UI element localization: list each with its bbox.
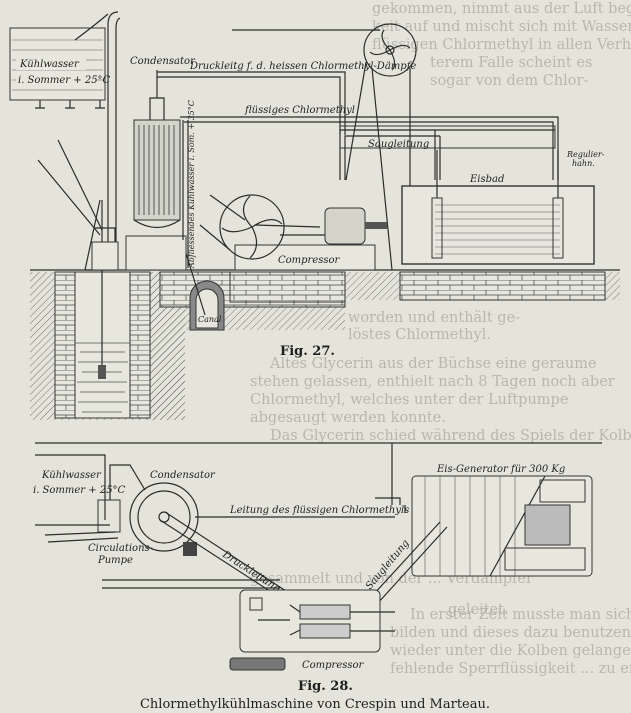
ghost-line: keit auf und mischt sich mit Wasser, wie… [372, 19, 631, 35]
figure-caption: Chlormethylkühlmaschine von Crespin und … [140, 697, 490, 712]
compressor-flywheel [229, 657, 286, 671]
ghost-line: wieder unter die Kolben gelangen zu lass… [390, 643, 631, 659]
ghost-line: flüssigen Chlormethyl in allen Verhältni… [372, 37, 631, 53]
show-through-text: gekommen, nimmt aus der Luft begierig Fe… [250, 1, 631, 677]
ghost-line: In erster Zeit musste man sich vor ein V… [410, 607, 631, 623]
liquid-line-label: Leitung des flüssigen Chlormethyls [229, 505, 409, 516]
ghost-line: Altes Glycerin aus der Büchse eine gerau… [269, 356, 597, 372]
well-wall [129, 271, 151, 419]
canal-label: Canal [198, 315, 222, 324]
cooling-water-temp-label: i. Sommer + 25°C [33, 485, 126, 496]
ice-bath [401, 185, 595, 265]
pump-label: Circulations- [88, 543, 154, 554]
compressor-label: Compressor [278, 255, 341, 266]
pressure-line-label: Druckleitg f. d. heissen Chlormethyl-Däm… [189, 61, 416, 72]
figure-28-label: Fig. 28. [298, 679, 353, 694]
figure-27: Canal Kühlwasser i. Sommer + 25°C Conden… [9, 11, 620, 420]
ghost-line: stehen gelassen, enthielt nach 8 Tagen n… [250, 374, 615, 390]
liquid-line-label: flüssiges Chlormethyl [244, 105, 355, 116]
ghost-line: Chlormethyl, welches unter der Luftpumpe [250, 392, 568, 408]
compressor-label: Compressor [302, 660, 365, 671]
generator-label: Eis-Generator für 300 Kg [436, 464, 565, 475]
ghost-line: Das Glycerin schied während des Spiels d… [270, 428, 631, 444]
condenser [133, 119, 181, 221]
condenser-drum [129, 482, 199, 552]
ghost-line: worden und enthält ge- [348, 310, 520, 326]
ghost-line: geleitet. [448, 602, 509, 618]
well-wall [54, 271, 76, 419]
regulator-label: Regulier- [566, 150, 605, 159]
compressor-flywheel [219, 194, 285, 260]
condenser-label: Condensator [130, 56, 196, 67]
figure-27-label: Fig. 27. [280, 344, 335, 359]
suction-line-label: Saugleitung [368, 139, 429, 150]
ghost-line: fehlende Sperrflüssigkeit ... zu ersetze… [390, 661, 631, 677]
compressor-base [234, 244, 376, 271]
cooling-water-temp-label: i. Sommer + 25°C [18, 75, 111, 86]
cooling-water-label: Kühlwasser [41, 470, 102, 481]
ghost-line: terem Falle scheint es [430, 55, 592, 71]
compressor [239, 589, 381, 653]
ghost-line: abgesaugt werden konnte. [250, 410, 446, 426]
ice-bath-label: Eisbad [469, 174, 504, 185]
circulation-pump [97, 499, 121, 533]
outflow-label: Abfliessendes Kühlwasser i. Som. + 35°C [187, 100, 196, 269]
ghost-line: löstes Chlormethyl. [348, 327, 491, 343]
ghost-line: sogar von dem Chlor- [430, 73, 588, 89]
drive-flywheel [363, 23, 417, 77]
condenser-label: Condensator [150, 470, 216, 481]
pump-label-2: Pumpe [97, 555, 133, 566]
ghost-line: gekommen, nimmt aus der Luft begierig Fe… [372, 1, 631, 17]
compressor-cylinder [324, 207, 366, 245]
ghost-line: bilden und dieses dazu benutzen, das ang… [390, 625, 631, 641]
cooling-water-label: Kühlwasser [19, 59, 80, 70]
ice-generator [411, 475, 593, 577]
regulator-label-2: hahn. [572, 159, 595, 168]
